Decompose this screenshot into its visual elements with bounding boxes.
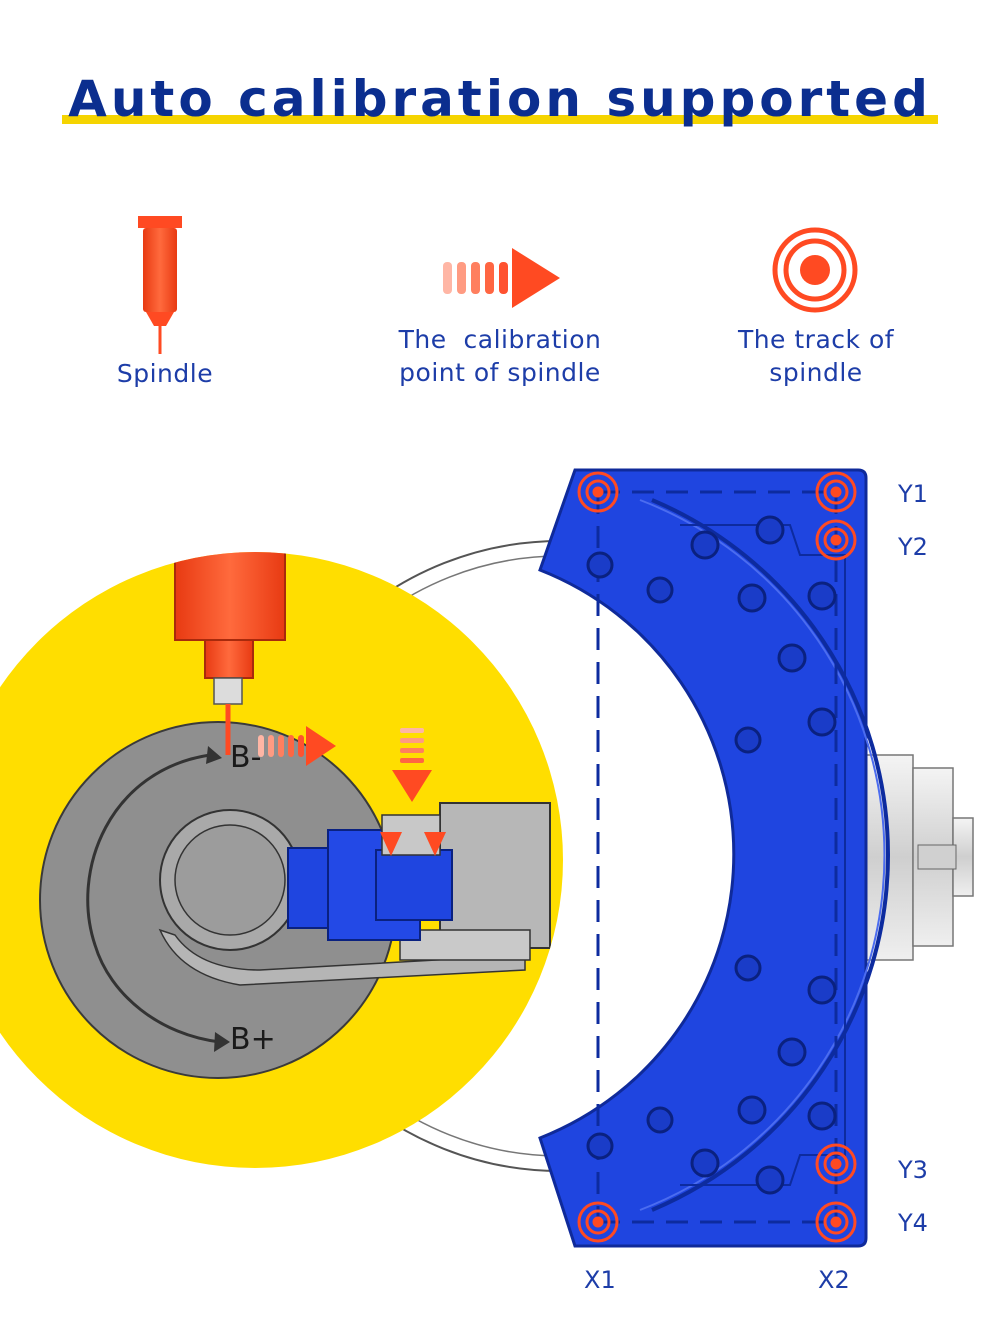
track-target-y1-right	[815, 471, 857, 513]
legend-calibration-label: The calibration point of spindle	[360, 323, 640, 389]
coord-x1: X1	[584, 1266, 616, 1294]
legend-spindle-text: Spindle	[116, 359, 214, 388]
plate-bolt-holes	[586, 515, 837, 1195]
coord-y1: Y1	[898, 480, 928, 508]
spindle-icon	[138, 216, 182, 354]
legend-track-line1: The track of	[737, 325, 895, 354]
track-target-y2	[815, 519, 857, 561]
spindle-machine	[174, 552, 286, 755]
legend-calibration-line1: The calibration	[398, 325, 602, 354]
track-target-y4	[815, 1201, 857, 1243]
track-target-y1	[577, 471, 619, 513]
b-minus-arrow-icon	[258, 726, 336, 766]
blue-chuck	[287, 814, 453, 941]
b-plus-label: B+	[230, 1022, 276, 1057]
coord-y2: Y2	[898, 533, 928, 561]
track-target-y3	[815, 1143, 857, 1185]
coord-x2: X2	[818, 1266, 850, 1294]
legend-spindle-label: Spindle	[85, 357, 245, 390]
coord-y3: Y3	[898, 1156, 928, 1184]
spindle-track-lines	[596, 490, 838, 1224]
probe-arrows-icon	[380, 832, 446, 856]
b-minus-label: B-	[230, 740, 262, 775]
track-target-x1	[577, 1201, 619, 1243]
down-arrow-icon	[392, 728, 432, 802]
title-wrap: Auto calibration supported	[0, 70, 1000, 128]
coord-y4: Y4	[898, 1209, 928, 1237]
page-title: Auto calibration supported	[62, 70, 938, 128]
legend-track-line2: spindle	[769, 358, 863, 387]
calibration-arrow-icon	[443, 248, 560, 308]
track-targets	[577, 471, 857, 1243]
track-target-icon	[772, 227, 858, 313]
legend-calibration-line2: point of spindle	[399, 358, 601, 387]
legend-track-label: The track of spindle	[700, 323, 932, 389]
